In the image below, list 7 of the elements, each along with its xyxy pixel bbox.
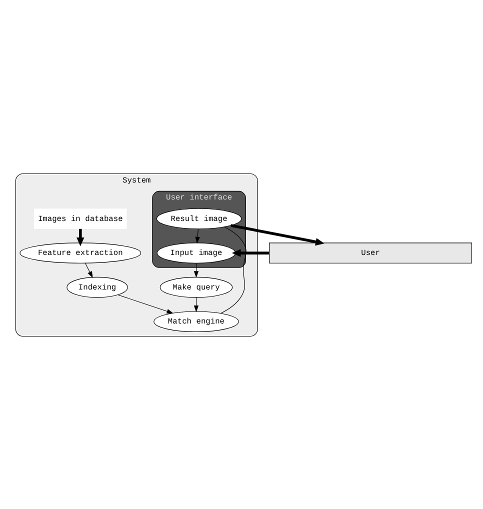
arrow — [85, 262, 93, 278]
arrow — [195, 228, 200, 244]
arrow — [232, 248, 270, 256]
connector — [220, 226, 246, 314]
arrow — [230, 224, 324, 246]
arrow — [118, 294, 174, 314]
arrow — [76, 228, 84, 246]
